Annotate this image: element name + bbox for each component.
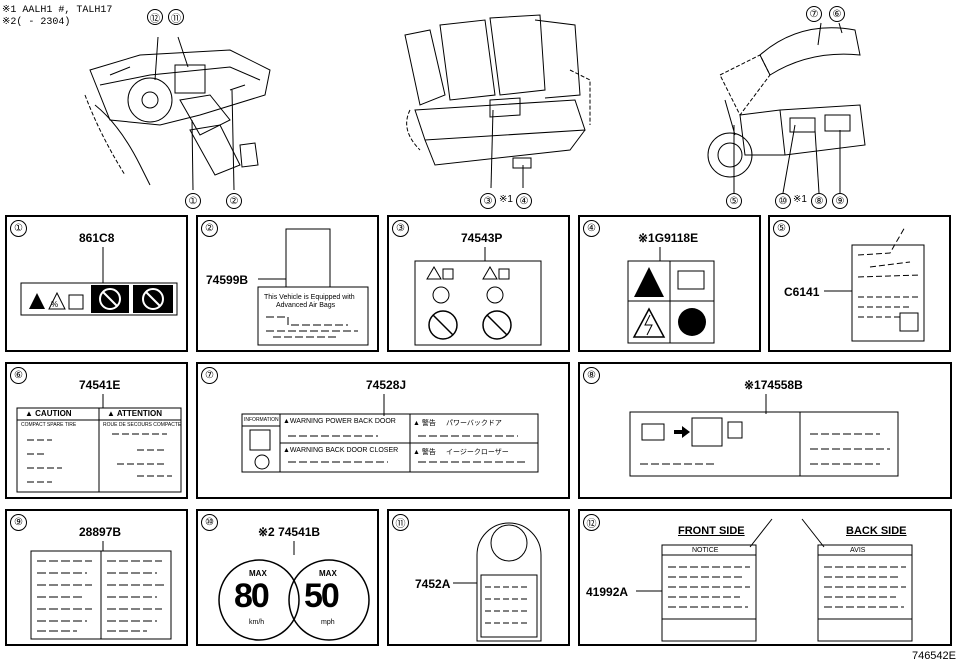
part-number: 7452A [415,577,451,591]
airbag-notice-label-icon [257,228,369,346]
label-panel-7: ⑦ 74528J INFORMATION ▲WARNING POWER BACK… [196,362,570,499]
callout-10: ⑩ [775,193,791,209]
label-panel-2: ② 74599B This Vehicle is Equipped with A… [196,215,379,352]
column-heading: ROUE DE SECOURS COMPACTE [103,422,182,428]
speed-value-mph: 50 [304,577,340,615]
diagram-id: 746542E [911,650,956,662]
panel-number: ③ [392,220,409,237]
dashboard-illustration [84,36,271,191]
panel-number: ⑩ [201,514,218,531]
panel-number: ⑥ [10,367,27,384]
callout-9: ⑨ [832,193,848,209]
part-number: 74541E [79,378,121,392]
label-panel-6: ⑥ 74541E ▲ CAUTION ▲ ATTENTION COMPACT S… [5,362,188,499]
cargo-area-illustration [707,22,866,194]
callout-1: ① [185,193,201,209]
unit-label: km/h [249,619,265,626]
part-number: 41992A [586,585,629,599]
warning-text-jp: ▲ 警告 [413,449,436,456]
callout-3: ③ [480,193,496,209]
part-number: ※1G9118E [638,231,699,245]
notice-heading: NOTICE [692,547,719,554]
panel-number: ① [10,220,27,237]
callout-2: ② [226,193,242,209]
child-seat-warning-label-icon [414,247,542,346]
back-side-heading: BACK SIDE [846,525,907,537]
part-number: C6141 [784,285,820,299]
warning-text-jp: パワーバックドア [446,420,502,427]
panel-number: ⑨ [10,514,27,531]
speed-limit-label [218,541,370,641]
label-panel-1: ① 861C8 % [5,215,188,352]
part-number: 861C8 [79,231,115,245]
speed-value-kmh: 80 [234,577,270,615]
part-number: 74599B [206,273,249,287]
callout-6: ⑥ [829,6,845,22]
panel-number: ④ [583,220,600,237]
callout-8: ⑧ [811,193,827,209]
caution-heading: ▲ CAUTION [25,409,72,418]
label-text-line: Advanced Air Bags [276,302,336,309]
label-panel-10: ⑩ ※2 74541B MAX 80 km/h MAX 50 mph [196,509,379,646]
callout-4: ④ [516,193,532,209]
label-panel-12: ⑫ 41992A FRONT SIDE BACK SIDE NOTICE AVI… [578,509,952,646]
battery-info-label [629,394,899,477]
max-label: MAX [319,569,337,578]
attention-heading: ▲ ATTENTION [107,409,163,418]
label-panel-5: ⑤ C6141 [768,215,951,352]
tire-info-label-icon [824,226,925,342]
label-panel-11: ⑪ 7452A [387,509,570,646]
applicability-note-2: ※2( - 2304) [2,17,71,28]
hang-tag-label [453,522,542,642]
part-number: 74528J [366,378,407,392]
information-header: INFORMATION [244,417,279,423]
panel-number: ⑤ [773,220,790,237]
callout-11: ⑪ [168,9,184,25]
callout-12: ⑫ [147,9,163,25]
marker-note-2: ※1 [793,194,807,205]
panel-number: ⑫ [583,514,600,531]
warning-text-jp: イージークローザー [446,449,509,456]
callout-5: ⑤ [726,193,742,209]
panel-number: ⑪ [392,514,409,531]
label-panel-9: ⑨ 28897B [5,509,188,646]
part-number: ※2 74541B [258,525,321,539]
part-number: 74543P [461,231,503,245]
callout-7: ⑦ [806,6,822,22]
label-text-line: This Vehicle is Equipped with [264,294,355,301]
airbag-warning-label-icon: % [20,247,178,316]
high-voltage-warning-label-icon [627,247,715,344]
warning-text-jp: ▲ 警告 [413,420,436,427]
visor-label-front-back [636,518,913,642]
part-number: 28897B [79,525,122,539]
marker-note-1: ※1 [499,194,513,205]
spare-tire-caution-label [16,394,182,493]
panel-number: ⑧ [583,367,600,384]
warning-text: ▲WARNING POWER BACK DOOR [283,418,396,425]
column-heading: COMPACT SPARE TIRE [21,422,77,428]
label-panel-4: ④ ※1G9118E [578,215,761,352]
warning-text: ▲WARNING BACK DOOR CLOSER [283,447,399,454]
spec-info-label [30,541,172,640]
panel-number: ⑦ [201,367,218,384]
part-number: ※174558B [744,378,803,392]
max-label: MAX [249,569,267,578]
front-side-heading: FRONT SIDE [678,525,745,537]
power-back-door-warning-label [241,394,539,473]
avis-heading: AVIS [850,547,866,554]
rear-seat-illustration [404,14,591,189]
unit-label: mph [321,619,335,626]
label-panel-8: ⑧ ※174558B [578,362,952,499]
svg-text:%: % [51,300,58,309]
label-panel-3: ③ 74543P [387,215,570,352]
panel-number: ② [201,220,218,237]
applicability-note-1: ※1 AALH1 #, TALH17 [2,5,113,16]
